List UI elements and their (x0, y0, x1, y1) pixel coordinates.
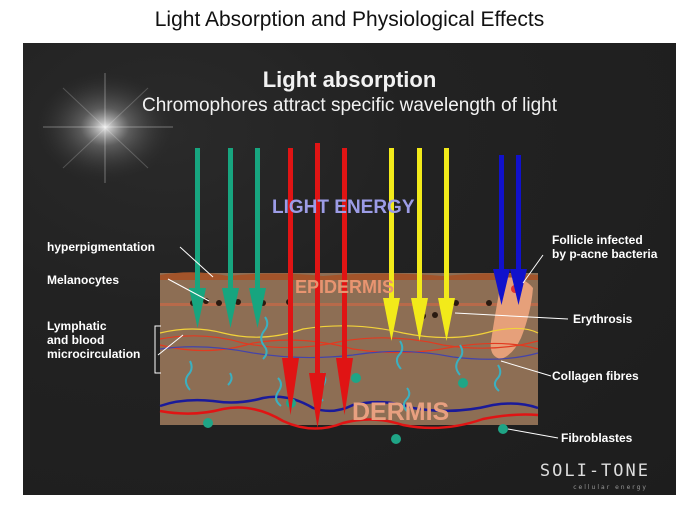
label-collagen-fibres: Collagen fibres (552, 369, 639, 383)
brand-logo: SOLI-TONE (539, 461, 650, 481)
skin-surface (160, 272, 538, 280)
light-energy-label: LIGHT ENERGY (272, 197, 415, 218)
label-hyperpigmentation: hyperpigmentation (47, 240, 156, 254)
brand-tagline: cellular energy (573, 484, 648, 491)
green-light-arrows (189, 148, 266, 328)
light-flare (35, 72, 175, 183)
slide-subtitle: Chromophores attract specific wavelength… (141, 95, 558, 116)
epidermis-basal-layer (160, 303, 538, 306)
label-melanocytes: Melanocytes (47, 273, 120, 287)
label-follicle-infected: Follicle infected by p-acne bacteria (552, 233, 658, 261)
red-light-arrows (282, 143, 353, 428)
dermis-label: DERMIS (352, 398, 450, 426)
leader-lines (154, 246, 569, 439)
label-lymphatic-microcirculation: Lymphatic and blood microcirculation (47, 319, 141, 361)
label-erythrosis: Erythrosis (573, 312, 633, 326)
page-title: Light Absorption and Physiological Effec… (154, 8, 545, 31)
slide: Light absorption Chromophores attract sp… (23, 43, 676, 495)
label-fibroblastes: Fibroblastes (561, 431, 633, 445)
slide-title: Light absorption (262, 67, 437, 92)
epidermis-label: EPIDERMIS (295, 277, 395, 297)
yellow-light-arrows (383, 148, 455, 341)
skin-diagram (35, 72, 569, 444)
deep-vessels (159, 395, 539, 430)
blue-light-arrows (493, 155, 527, 305)
